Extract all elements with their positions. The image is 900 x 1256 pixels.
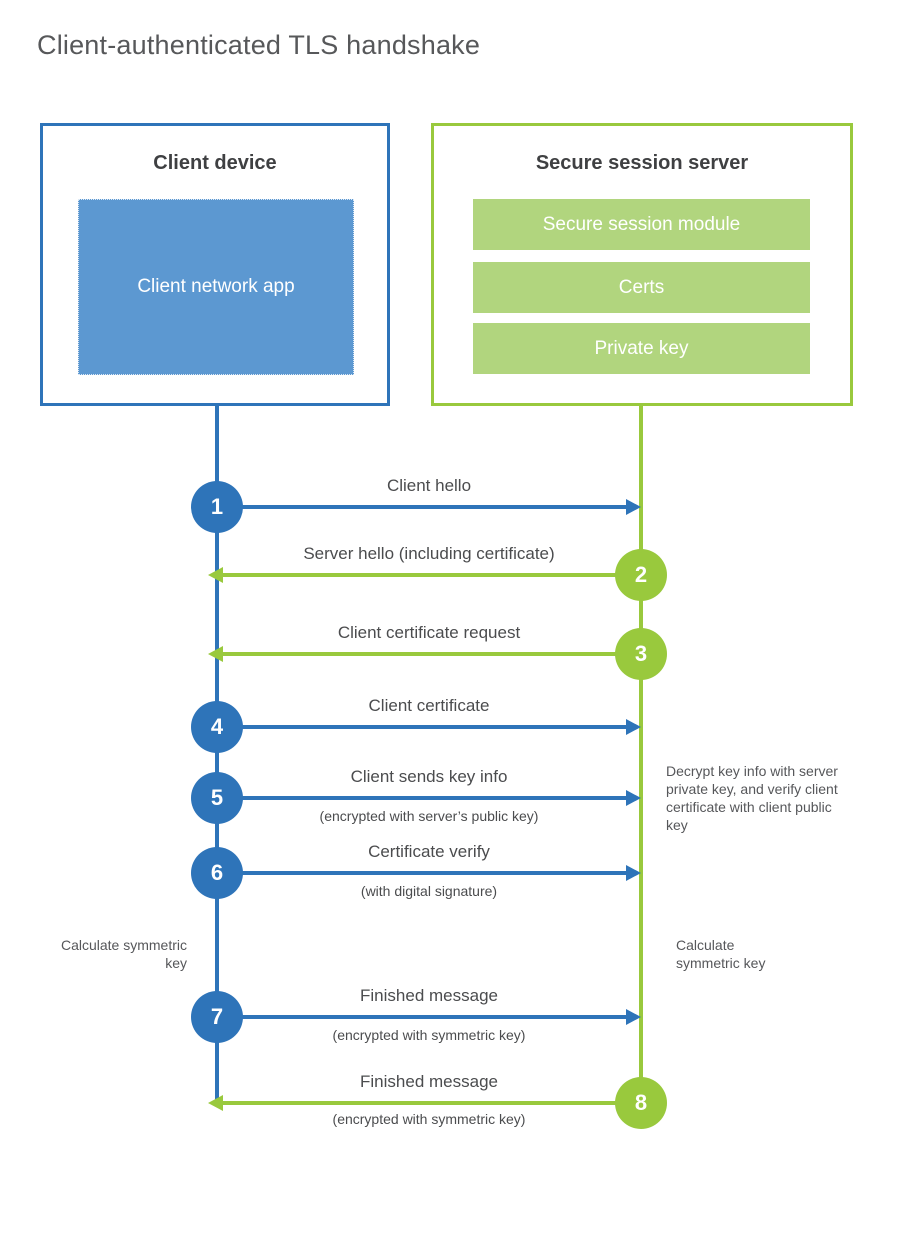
arrow-line-step-3 — [222, 652, 630, 656]
arrow-head-left-icon — [208, 646, 223, 662]
page-title: Client-authenticated TLS handshake — [37, 30, 481, 60]
arrow-line-step-5 — [217, 796, 627, 800]
server-lifeline — [639, 406, 643, 1103]
server-module-secure-session-module: Secure session module — [473, 199, 810, 250]
arrow-head-left-icon — [208, 567, 223, 583]
server-module-certs: Certs — [473, 262, 810, 313]
step-badge-3: 3 — [615, 628, 667, 680]
step-badge-4: 4 — [191, 701, 243, 753]
server-module-private-key: Private key — [473, 323, 810, 374]
message-label-step-3: Client certificate request — [337, 623, 521, 642]
message-sublabel-step-6: (with digital signature) — [360, 883, 498, 899]
step-badge-5: 5 — [191, 772, 243, 824]
client-device-title: Client device — [153, 152, 277, 174]
step-badge-8: 8 — [615, 1077, 667, 1129]
arrow-line-step-7 — [217, 1015, 627, 1019]
arrow-head-right-icon — [626, 499, 641, 515]
arrow-line-step-8 — [222, 1101, 630, 1105]
message-label-step-7: Finished message — [360, 986, 498, 1005]
arrow-head-right-icon — [626, 1009, 641, 1025]
client-device-box: Client device Client network app — [40, 123, 390, 406]
arrow-line-step-1 — [217, 505, 627, 509]
decrypt-note: Decrypt key info with server private key… — [666, 763, 838, 833]
message-label-step-6: Certificate verify — [368, 842, 490, 861]
client-network-app-label: Client network app — [137, 276, 295, 298]
message-label-step-4: Client certificate — [368, 696, 490, 715]
client-lifeline — [215, 406, 219, 1105]
step-badge-7: 7 — [191, 991, 243, 1043]
secure-session-server-box: Secure session server Secure session mod… — [431, 123, 853, 406]
message-sublabel-step-7: (encrypted with symmetric key) — [332, 1027, 526, 1043]
arrow-line-step-4 — [217, 725, 627, 729]
message-sublabel-step-5: (encrypted with server’s public key) — [319, 808, 539, 824]
arrow-head-right-icon — [626, 865, 641, 881]
client-network-app-box: Client network app — [78, 199, 354, 375]
calculate-symmetric-key-note-server: Calculate symmetric key — [676, 937, 766, 971]
message-label-step-2: Server hello (including certificate) — [303, 544, 555, 563]
message-label-step-8: Finished message — [360, 1072, 498, 1091]
arrow-line-step-6 — [217, 871, 627, 875]
secure-session-server-title: Secure session server — [535, 152, 749, 174]
step-badge-2: 2 — [615, 549, 667, 601]
message-label-step-1: Client hello — [386, 476, 472, 495]
arrow-head-right-icon — [626, 790, 641, 806]
arrow-head-left-icon — [208, 1095, 223, 1111]
message-label-step-5: Client sends key info — [350, 767, 508, 786]
step-badge-1: 1 — [191, 481, 243, 533]
calculate-symmetric-key-note-client: Calculate symmetric key — [60, 937, 187, 971]
arrow-head-right-icon — [626, 719, 641, 735]
step-badge-6: 6 — [191, 847, 243, 899]
arrow-line-step-2 — [222, 573, 630, 577]
message-sublabel-step-8: (encrypted with symmetric key) — [332, 1111, 526, 1127]
